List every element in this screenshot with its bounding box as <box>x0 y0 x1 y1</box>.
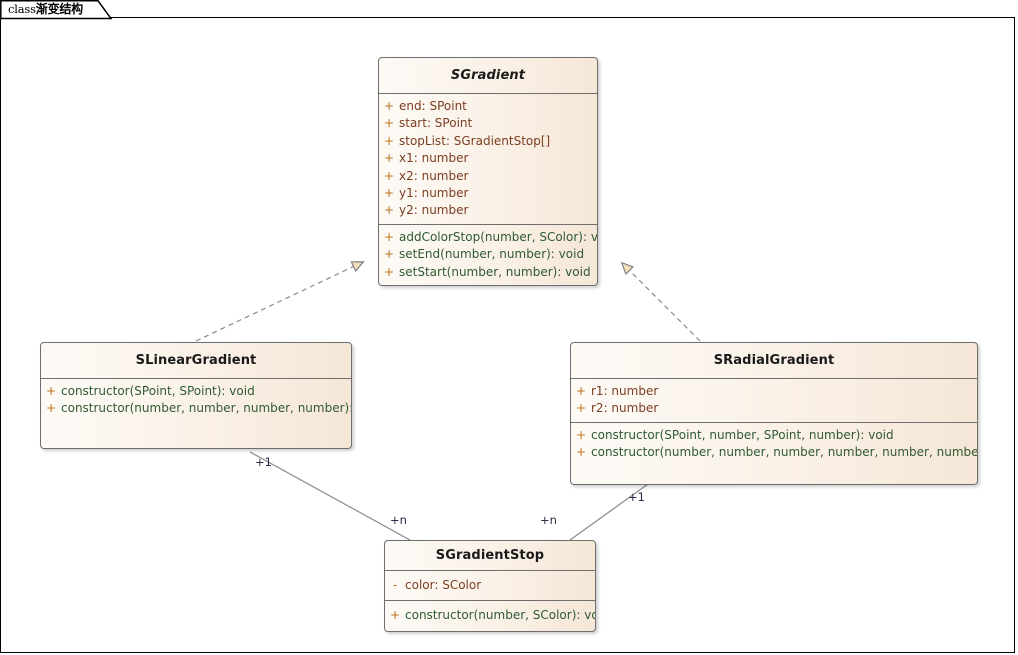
method-row: + constructor(number, SColor): void <box>385 607 595 624</box>
sgradient-methods-compartment: + addColorStop(number, SColor): void + s… <box>379 223 597 285</box>
method-signature: constructor(SPoint, SPoint): void <box>61 384 255 398</box>
method-signature: setStart(number, number): void <box>399 264 591 279</box>
slineargradient-class-name: SLinearGradient <box>135 353 257 368</box>
sgradientstop-attributes-compartment: - color: SColor <box>385 570 595 600</box>
diagram-title-text: class渐变结构 <box>8 1 104 18</box>
visibility-marker: + <box>575 401 587 416</box>
attribute-signature: color: SColor <box>405 578 482 592</box>
visibility-marker: + <box>383 186 395 201</box>
slineargradient-title-compartment: SLinearGradient <box>41 343 351 378</box>
sgradientstop-title-compartment: SGradientStop <box>385 541 595 570</box>
attribute-row: + r1: number <box>571 383 977 400</box>
sradialgradient-title-compartment: SRadialGradient <box>571 343 977 378</box>
attribute-row: + r2: number <box>571 400 977 417</box>
visibility-marker: + <box>383 247 395 262</box>
slineargradient-empty-space <box>41 418 351 444</box>
multiplicity-radial-n: +n <box>540 513 557 527</box>
method-signature: constructor(number, number, number, numb… <box>61 401 352 416</box>
visibility-marker: + <box>383 133 395 148</box>
attribute-signature: y2: number <box>399 203 469 218</box>
visibility-marker: + <box>383 229 395 244</box>
method-row: + constructor(SPoint, number, SPoint, nu… <box>571 427 977 444</box>
attribute-signature: stopList: SGradientStop[] <box>399 133 551 148</box>
visibility-marker: + <box>45 384 57 398</box>
attribute-signature: x1: number <box>399 151 469 166</box>
attribute-row: + x1: number <box>379 150 597 167</box>
sgradient-class-name: SGradient <box>450 68 526 83</box>
attribute-signature: start: SPoint <box>399 116 473 131</box>
class-box-slineargradient[interactable]: SLinearGradient + constructor(SPoint, SP… <box>40 342 352 449</box>
diagram-title-keyword: class <box>8 2 36 16</box>
sradialgradient-attributes-compartment: + r1: number + r2: number <box>571 378 977 422</box>
method-signature: constructor(number, SColor): void <box>405 608 596 623</box>
attribute-row: + end: SPoint <box>379 98 597 115</box>
class-box-sgradientstop[interactable]: SGradientStop - color: SColor + construc… <box>384 540 596 632</box>
slineargradient-methods-compartment: + constructor(SPoint, SPoint): void + co… <box>41 378 351 448</box>
class-box-sradialgradient[interactable]: SRadialGradient + r1: number + r2: numbe… <box>570 342 978 485</box>
attribute-signature: y1: number <box>399 186 469 201</box>
sradialgradient-class-name: SRadialGradient <box>713 353 835 368</box>
visibility-marker: + <box>383 99 395 113</box>
diagram-title-name: 渐变结构 <box>35 2 83 16</box>
visibility-marker: + <box>45 401 57 416</box>
attribute-signature: r2: number <box>591 401 659 416</box>
attribute-row: + y2: number <box>379 202 597 219</box>
method-signature: constructor(number, number, number, numb… <box>591 445 978 460</box>
method-signature: setEnd(number, number): void <box>399 247 585 262</box>
sgradientstop-class-name: SGradientStop <box>435 548 545 563</box>
attribute-row: + stopList: SGradientStop[] <box>379 133 597 150</box>
sgradient-attributes-compartment: + end: SPoint + start: SPoint + stopList… <box>379 93 597 224</box>
diagram-title-tab[interactable]: class渐变结构 <box>0 0 112 20</box>
attribute-row: + x2: number <box>379 168 597 185</box>
title-tab-shape <box>0 0 112 20</box>
visibility-marker: + <box>383 151 395 166</box>
sgradient-title-compartment: SGradient <box>379 58 597 93</box>
visibility-marker: + <box>383 168 395 183</box>
attribute-signature: r1: number <box>591 384 659 398</box>
visibility-marker: - <box>392 578 398 592</box>
attribute-signature: end: SPoint <box>399 99 467 113</box>
attribute-signature: x2: number <box>399 168 469 183</box>
multiplicity-linear-n: +n <box>390 513 407 527</box>
attribute-row: + start: SPoint <box>379 115 597 132</box>
method-signature: addColorStop(number, SColor): void <box>399 229 598 244</box>
visibility-marker: + <box>575 427 587 442</box>
method-signature: constructor(SPoint, number, SPoint, numb… <box>591 427 894 442</box>
method-row: + setEnd(number, number): void <box>379 246 597 263</box>
attribute-row: + y1: number <box>379 185 597 202</box>
method-row: + constructor(SPoint, SPoint): void <box>41 383 351 400</box>
class-box-sgradient[interactable]: SGradient + end: SPoint + start: SPoint … <box>378 57 598 287</box>
sgradientstop-methods-compartment: + constructor(number, SColor): void <box>385 600 595 630</box>
visibility-marker: + <box>383 203 395 218</box>
visibility-marker: + <box>383 264 395 279</box>
method-row: + constructor(number, number, number, nu… <box>571 444 977 461</box>
visibility-marker: + <box>389 608 401 623</box>
visibility-marker: + <box>575 384 587 398</box>
sradialgradient-empty-space <box>571 462 977 480</box>
multiplicity-radial-one: +1 <box>628 490 645 504</box>
method-row: + setStart(number, number): void <box>379 264 597 281</box>
multiplicity-linear-one: +1 <box>255 455 272 469</box>
attribute-row: - color: SColor <box>385 577 595 594</box>
method-row: + constructor(number, number, number, nu… <box>41 400 351 417</box>
method-row: + addColorStop(number, SColor): void <box>379 229 597 246</box>
visibility-marker: + <box>575 445 587 460</box>
sradialgradient-methods-compartment: + constructor(SPoint, number, SPoint, nu… <box>571 421 977 484</box>
visibility-marker: + <box>383 116 395 131</box>
